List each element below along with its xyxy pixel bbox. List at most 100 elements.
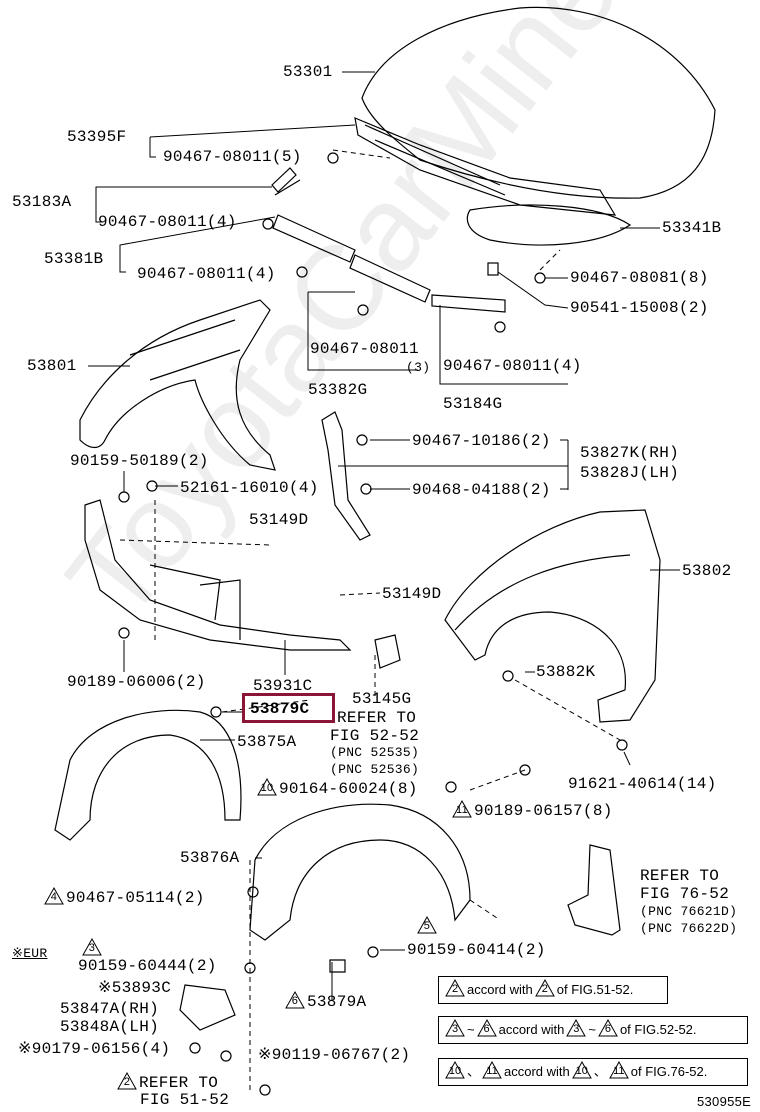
label-53802: 53802 xyxy=(682,562,732,580)
label-refer-76-52: REFER TO xyxy=(640,867,720,885)
marker-4-icon: 4 xyxy=(44,887,64,905)
label-90541-15008-2: 90541-15008(2) xyxy=(570,299,709,317)
label-91621-40614-14: 91621-40614(14) xyxy=(568,775,717,793)
label-53149D-a: 53149D xyxy=(249,511,309,529)
label-fig-76-52: FIG 76-52 xyxy=(640,885,730,903)
note2-marker-6-icon: 6 xyxy=(476,1019,497,1037)
marker-2-icon: 2 xyxy=(117,1072,137,1090)
label-90159-60444-2: 90159-60444(2) xyxy=(78,957,217,975)
label-fig-51-52: FIG 51-52 xyxy=(140,1091,230,1109)
fasteners xyxy=(118,152,628,1096)
seal-53381B xyxy=(272,214,356,263)
figure-code: 530955E xyxy=(697,1094,752,1109)
note2-text-a: accord with xyxy=(498,1022,565,1037)
label-53848A: 53848A(LH) xyxy=(60,1018,160,1036)
label-90164-60024-8: 90164-60024(8) xyxy=(279,780,418,798)
fender-53802 xyxy=(444,509,661,723)
bumper-53931C xyxy=(84,499,352,651)
label-53876A: 53876A xyxy=(180,849,240,867)
hood-latch-reinforcement xyxy=(466,204,632,246)
label-90467-08011-5: 90467-08011(5) xyxy=(163,148,302,166)
label-53341B: 53341B xyxy=(662,219,722,237)
note3-text-a: accord with xyxy=(504,1064,570,1079)
label-53879C[interactable]: 53879C xyxy=(250,700,310,718)
note3-marker-10-icon: 10 xyxy=(445,1061,465,1079)
label-90159-60414-2: 90159-60414(2) xyxy=(407,941,546,959)
label-53149D-b: 53149D xyxy=(382,585,442,603)
note3-comma-b: 、 xyxy=(593,1064,607,1079)
bracket-53184G xyxy=(431,294,506,313)
label-53828J: 53828J(LH) xyxy=(580,464,680,482)
liner-53827K xyxy=(321,411,371,541)
marker-11-icon: 11 xyxy=(452,800,472,818)
label-90179-06156-4: ※90179-06156(4) xyxy=(18,1040,171,1058)
label-refer-51-52: REFER TO xyxy=(139,1074,219,1092)
label-53801: 53801 xyxy=(27,357,77,375)
marker-6-icon: 6 xyxy=(285,991,305,1009)
label-pnc-76621D: (PNC 76621D) xyxy=(640,904,738,919)
label-53827K: 53827K(RH) xyxy=(580,444,680,462)
note3-comma-a: 、 xyxy=(467,1064,481,1079)
label-53893C: ※53893C xyxy=(98,979,172,997)
fender-53801 xyxy=(79,299,276,471)
label-fig-52-52: FIG 52-52 xyxy=(330,727,420,745)
bracket-53145G xyxy=(374,634,401,669)
label-90467-08011-3: 90467-08011 xyxy=(310,340,419,358)
label-90467-08011-4c: 90467-08011(4) xyxy=(443,357,582,375)
liner-53875A xyxy=(54,709,242,841)
note3-marker-11b-icon: 11 xyxy=(608,1061,629,1079)
label-53879A: 53879A xyxy=(307,993,367,1011)
marker-3-icon: 3 xyxy=(82,938,102,956)
mudguard xyxy=(567,844,621,936)
label-53382G: 53382G xyxy=(308,381,368,399)
label-53882K: 53882K xyxy=(536,663,596,681)
dashed-guides xyxy=(119,149,621,1090)
label-53183A: 53183A xyxy=(12,193,72,211)
label-90467-08011-4b: 90467-08011(4) xyxy=(137,265,276,283)
marker-5-wrap: 5 xyxy=(415,916,439,936)
label-pnc-76622D: (PNC 76622D) xyxy=(640,921,738,936)
note1-marker-2-icon: 2 xyxy=(445,979,465,997)
label-90119-06767-2: ※90119-06767(2) xyxy=(258,1046,411,1064)
label-53875A: 53875A xyxy=(237,733,297,751)
label-90467-10186-2: 90467-10186(2) xyxy=(412,432,551,450)
seal-53183A xyxy=(271,167,301,196)
label-pnc-52535: (PNC 52535) xyxy=(330,745,420,760)
note2-marker-3-icon: 3 xyxy=(445,1019,465,1037)
label-eur: ※EUR xyxy=(12,946,48,961)
label-90467-05114-2: 90467-05114(2) xyxy=(66,889,205,907)
label-52161-16010-4: 52161-16010(4) xyxy=(180,479,319,497)
bracket-53893C xyxy=(179,984,236,1031)
marker-5-icon: 5 xyxy=(417,916,437,934)
label-90189-06006-2: 90189-06006(2) xyxy=(67,673,206,691)
highlight-box xyxy=(242,693,335,723)
label-53301: 53301 xyxy=(283,63,333,81)
label-qty-3: (3) xyxy=(406,360,431,375)
label-90467-08081-8: 90467-08081(8) xyxy=(570,269,709,287)
label-90467-08011-4a: 90467-08011(4) xyxy=(98,213,237,231)
note2-marker-6b-icon: 6 xyxy=(598,1019,618,1037)
label-pnc-52536: (PNC 52536) xyxy=(330,762,420,777)
bracket-53879A xyxy=(329,959,346,973)
hood-frame xyxy=(354,117,617,216)
note3-text-b: of FIG.76-52. xyxy=(630,1064,708,1079)
label-90189-06157-8: 90189-06157(8) xyxy=(474,802,613,820)
label-53395F: 53395F xyxy=(67,128,127,146)
note1-text-a: accord with xyxy=(467,982,533,997)
liner-53876A xyxy=(249,803,471,941)
note2-tilde-b: ~ xyxy=(588,1022,596,1037)
note3-marker-11-icon: 11 xyxy=(482,1061,502,1079)
label-90468-04188-2: 90468-04188(2) xyxy=(412,481,551,499)
marker-10-icon: 10 xyxy=(257,778,277,796)
note2-marker-3b-icon: 3 xyxy=(566,1019,587,1037)
leader-lines xyxy=(88,71,680,1000)
note2-tilde-a: ~ xyxy=(467,1022,475,1037)
